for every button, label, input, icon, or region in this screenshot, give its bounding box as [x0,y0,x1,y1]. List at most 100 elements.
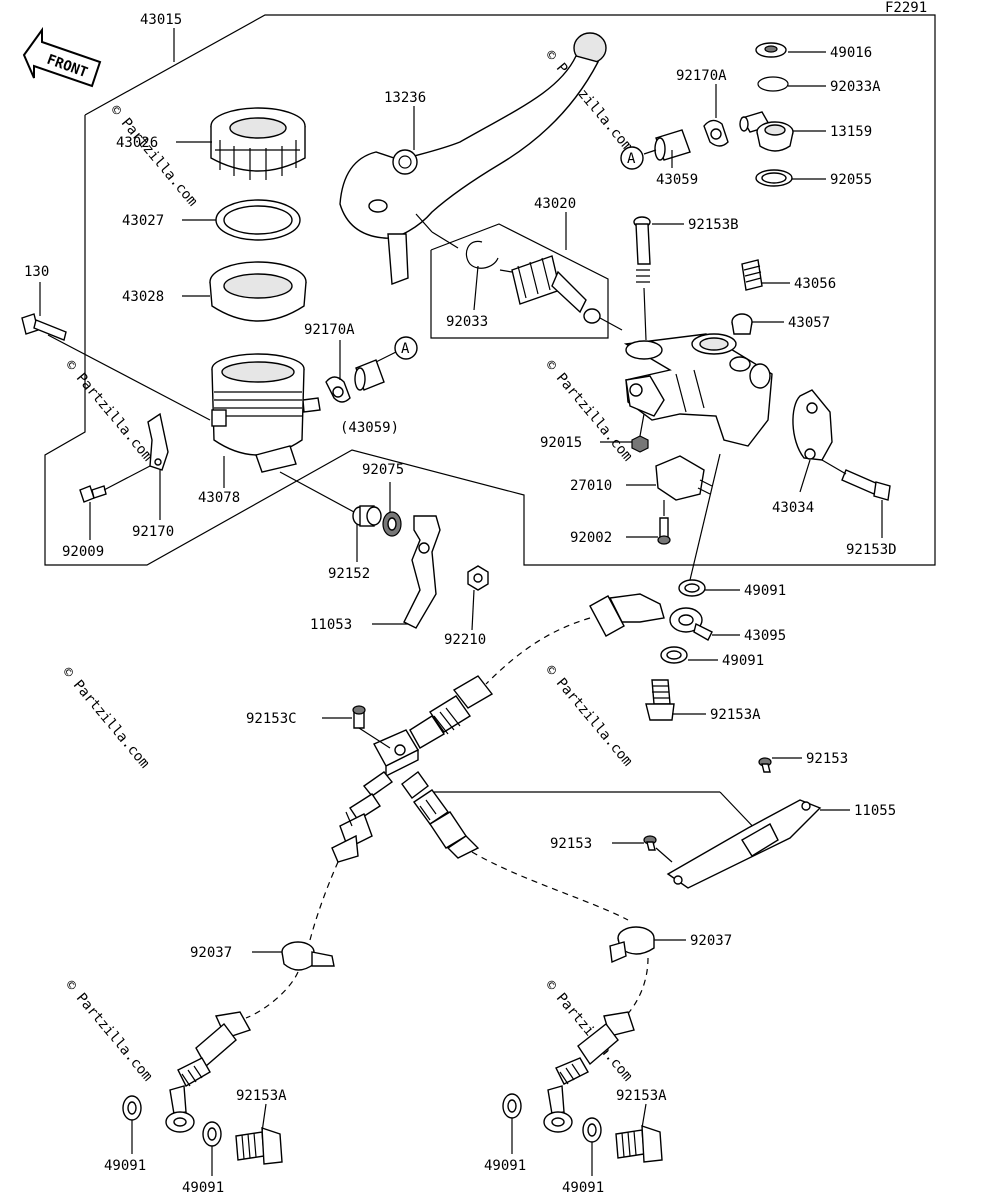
hose-right-branch [401,771,480,859]
part-label: 92170A [304,322,355,338]
part-label: 92037 [690,933,732,949]
front-arrow-icon: FRONT [22,26,102,88]
bracket-11053 [403,515,441,629]
assembly-boundary [44,14,936,566]
part-label: 43078 [198,490,240,506]
part-label: 92170 [132,524,174,540]
callout-letter: A [401,341,410,357]
hose-left-branch [331,771,394,863]
banjo-92037-right [609,926,655,964]
part-label: 130 [24,264,49,280]
master-cylinder-body [623,333,773,447]
hose-left-end [165,1011,252,1133]
part-label: 92153 [806,751,848,767]
washer-49091-ll [122,1095,142,1121]
hose-line-right-lower [625,957,649,1017]
banjo-fitting-43095 [589,593,713,641]
banjo-92037-left [281,941,335,971]
part-label: 92170A [676,68,727,84]
washer-49091-lr [202,1121,222,1147]
watermark: © Partzilla.com [542,662,636,769]
collar-92152 [352,505,382,527]
banjo-bolt-92153A-upper [645,679,675,721]
bolt-92153B [633,216,651,283]
screw-92002 [657,517,671,545]
reservoir-diaphragm [209,261,307,322]
hose-line-right [471,851,629,921]
part-label: 43056 [794,276,836,292]
o-ring-92055 [755,169,793,187]
bolt-92009 [79,485,107,503]
hose-43059-right [654,129,691,161]
part-label: 11053 [310,617,352,633]
part-label: 92153B [688,217,739,233]
part-label: 92153A [710,707,761,723]
part-label: 49091 [562,1180,604,1196]
bolt-92153C [352,705,366,729]
part-label: 43015 [140,12,182,28]
part-label: 92153A [236,1088,287,1104]
washer-49091-rr [582,1117,602,1143]
bolt-92153D [841,469,891,501]
bleeder-43056 [741,259,763,291]
part-label: 13236 [384,90,426,106]
leader-lines [39,28,883,1176]
hose-right-end [543,1011,635,1133]
part-label: 92055 [830,172,872,188]
reservoir-bracket [147,412,169,471]
washer-49091-lower [660,646,688,664]
part-label: 27010 [570,478,612,494]
part-label: 49091 [182,1180,224,1196]
part-label: (43059) [340,420,399,436]
clamp-92170A-right [703,119,729,147]
part-label: 49091 [744,583,786,599]
circlip-92033 [465,240,499,269]
part-label: 92153C [246,711,297,727]
hose-upper-segment [409,675,494,749]
banjo-bolt-92153A-left [235,1127,283,1165]
part-label: 43028 [122,289,164,305]
part-label: 92037 [190,945,232,961]
part-label: 92033A [830,79,881,95]
hose-line-upper [485,617,591,685]
part-label: 43027 [122,213,164,229]
part-label: 92015 [540,435,582,451]
hose-line-left [309,861,339,941]
part-label: 92153A [616,1088,667,1104]
hose-43059-left [354,359,385,391]
cap-49016 [755,42,787,58]
part-label: 92153D [846,542,897,558]
part-label: 92075 [362,462,404,478]
washer-49091-rl [502,1093,522,1119]
callout-letter: A [627,151,636,167]
part-labels: 43015 43026 43027 43028 130 92170A (4305… [24,12,897,1196]
nut-92015 [631,435,649,453]
part-label: 43059 [656,172,698,188]
hose-line-left-lower [245,971,299,1019]
screw-92153-lower [643,835,657,851]
part-label: 43057 [788,315,830,331]
watermark-main: © Partzilla.com [59,664,153,771]
banjo-bolt-92153A-right [615,1125,663,1163]
washer-49091-upper [678,579,706,597]
long-bolt-130 [21,313,67,341]
brake-switch-27010 [655,455,713,501]
screw-92153-upper [758,757,772,773]
part-label: 92002 [570,530,612,546]
part-label: 92210 [444,632,486,648]
piston-assembly [499,255,623,331]
part-label: 43020 [534,196,576,212]
clamp-43034 [792,389,833,461]
part-label: 92033 [446,314,488,330]
part-label: 92009 [62,544,104,560]
reservoir-tank [211,353,321,473]
bracket-11055 [666,799,822,889]
brake-lever [339,32,607,285]
cap-43057 [731,313,753,335]
figure-code: F2291 [885,0,927,16]
watermark: © Partzilla.com [107,102,201,209]
part-label: 11055 [854,803,896,819]
part-label: 49091 [722,653,764,669]
subassembly-box-43020 [430,223,609,339]
